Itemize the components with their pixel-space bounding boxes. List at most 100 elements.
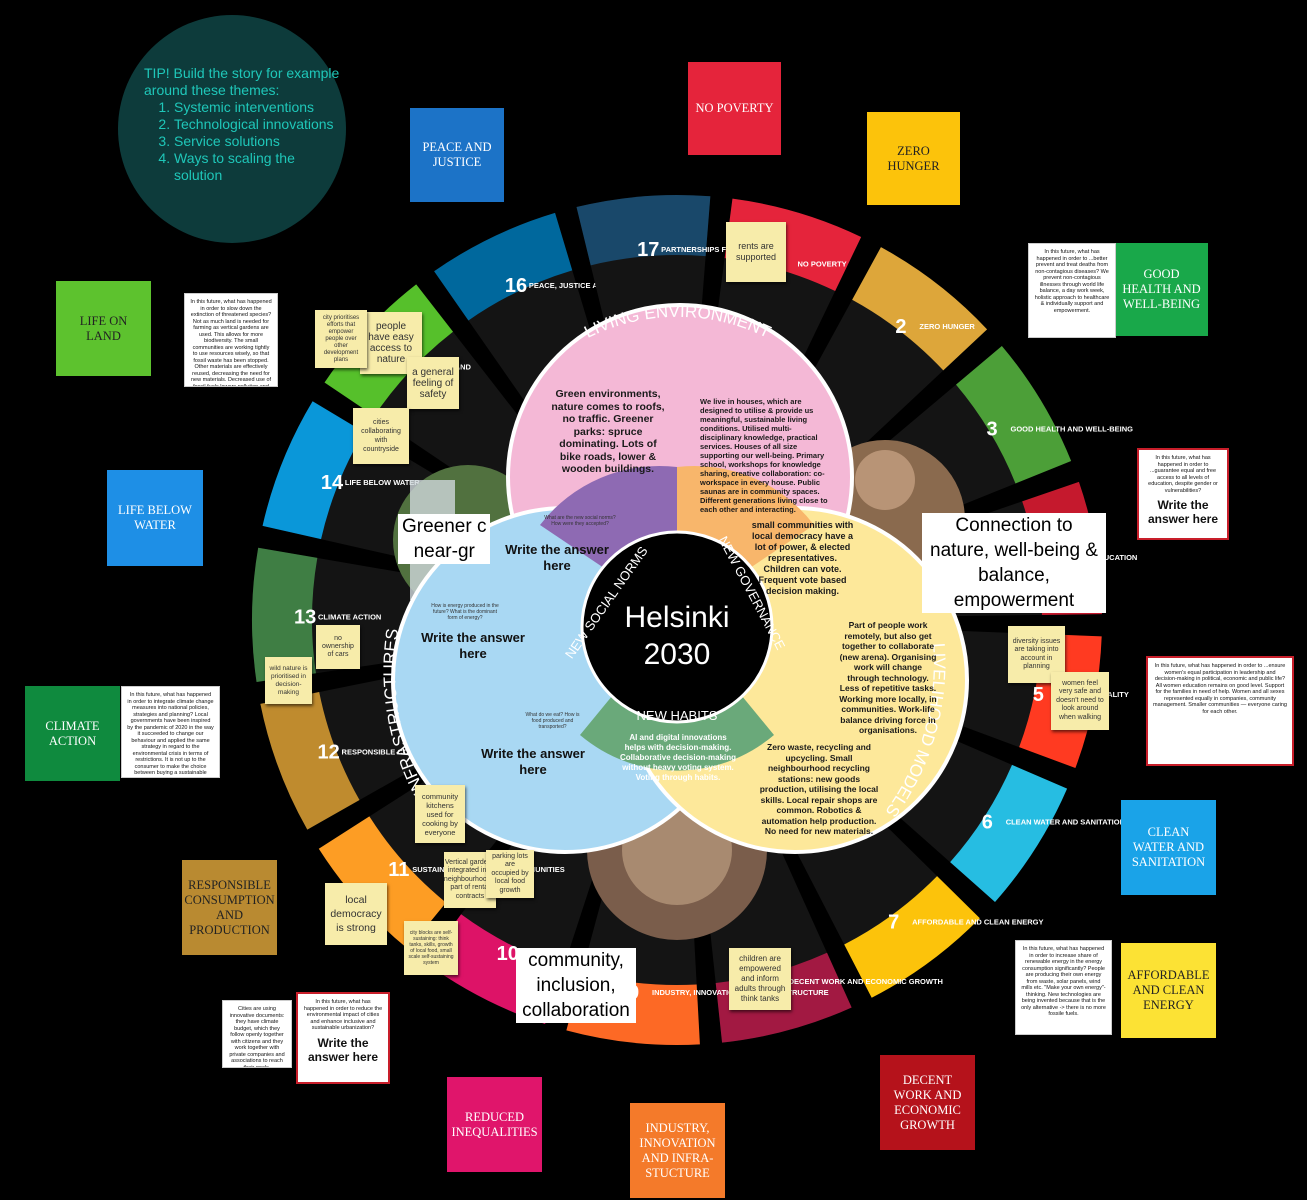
photo-right-sky [855, 450, 915, 510]
square-no-poverty: NO POVERTY [688, 62, 781, 155]
livelihood-text-lower: Zero waste, recycling and upcycling. Sma… [759, 742, 879, 836]
sdg-wedge-number: 11 [388, 859, 409, 881]
sdg-wedge-band [262, 401, 365, 540]
sticky-general-feeling[interactable]: a general feeling of safety [407, 357, 459, 409]
photo-label-right-line: empowerment [922, 588, 1106, 613]
inner-label-new-habits: NEW HABITS [637, 708, 718, 723]
sdg-wedge-number: 10 [497, 943, 519, 965]
square-good-health: GOOD HEALTH AND WELL-BEING [1115, 243, 1208, 336]
square-clean-water: CLEAN WATER AND SANITATION [1121, 800, 1216, 895]
sdg-wedge-band [852, 247, 988, 371]
sdg-wedge-label: LIFE BELOW WATER [345, 478, 420, 487]
center-title-line2: 2030 [644, 638, 711, 671]
sticky-women-safe[interactable]: women feel very safe and doesn't need to… [1051, 672, 1109, 730]
sdg-wedge-label: DECENT WORK AND ECONOMIC GROWTH [789, 977, 943, 986]
sdg-wedge-label: GOOD HEALTH AND WELL-BEING [1011, 425, 1134, 434]
photo-label-right: Connection to nature, well-being & balan… [922, 513, 1106, 613]
sticky-no-ownership[interactable]: no ownership of cars [316, 625, 360, 669]
tip-bubble: TIP! Build the story for example around … [118, 15, 346, 243]
note-life-on-land[interactable]: In this future, what has happened in ord… [184, 293, 278, 387]
note-sustainable-cities[interactable]: In this future, what has happened in ord… [296, 992, 390, 1084]
sdg-wedge-band [251, 547, 318, 682]
note-gender-equality[interactable]: In this future, what has happened in ord… [1146, 656, 1294, 766]
sdg-wedge-number: 17 [637, 239, 659, 261]
sdg-wedge-number: 5 [1033, 684, 1044, 706]
square-life-on-land: LIFE ON LAND [56, 281, 151, 376]
sdg-wedge-label: PARTNERSHIPS FOR THE GOALS [661, 245, 783, 254]
square-zero-hunger: ZERO HUNGER [867, 112, 960, 205]
sticky-community-kitchens[interactable]: community kitchens used for cooking by e… [415, 785, 465, 843]
living-env-text-right: We live in houses, which are designed to… [700, 397, 828, 514]
square-life-below-water: LIFE BELOW WATER [107, 470, 203, 566]
sdg-wedge-label: CLEAN WATER AND SANITATION [1006, 817, 1125, 826]
note-climate-action[interactable]: In this future, what has happened in ord… [121, 686, 220, 778]
square-reduced-inequalities: REDUCED INEQUALITIES [447, 1077, 542, 1172]
sdg-wedge-band [724, 198, 862, 292]
center-circle [580, 530, 774, 724]
social-norms-answer[interactable]: Write the answer here [505, 542, 609, 573]
note-reduced-inequalities[interactable]: Cities are using innovative documents: t… [222, 1000, 292, 1068]
note-sustainable-cities-answer[interactable]: Write the answer here [307, 1035, 379, 1064]
photo-label-right-line: Connection to [922, 513, 1106, 538]
sticky-parking-lots[interactable]: parking lots are occupied by local food … [486, 850, 534, 898]
square-responsible-consumption: RESPONSIBLE CONSUMPTION AND PRODUCTION [182, 860, 277, 955]
sdg-wedge-band [576, 195, 711, 266]
sdg-wedge-band [260, 692, 360, 830]
square-industry: INDUSTRY, INNOVATION AND INFRA-STUCTURE [630, 1103, 725, 1198]
livelihood-text-upper: Part of people work remotely, but also g… [839, 620, 937, 735]
sticky-city-blocks[interactable]: city blocks are self-sustaining: think t… [404, 921, 458, 975]
sticky-city-prioritises[interactable]: city prioritises efforts that empower pe… [315, 310, 367, 368]
living-env-text-left: Green environments, nature comes to roof… [551, 388, 665, 475]
tip-item: Ways to scaling the solution [174, 150, 346, 184]
sdg-wedge-number: 6 [982, 811, 993, 833]
note-education-answer[interactable]: Write the answer here [1147, 498, 1219, 526]
sdg-wedge-label: CLIMATE ACTION [318, 612, 381, 621]
sdg-wedge-band [950, 764, 1068, 902]
square-affordable-energy: AFFORDABLE AND CLEAN ENERGY [1121, 943, 1216, 1038]
photo-label-bottom: community, inclusion, collaboration [516, 948, 636, 1023]
sdg-wedge-number: 3 [987, 419, 998, 441]
sticky-children[interactable]: children are empowered and inform adults… [729, 948, 791, 1010]
photo-label-bottom-line: community, [516, 948, 636, 973]
square-climate-action: CLIMATE ACTION [25, 686, 120, 781]
note-good-health[interactable]: In this future, what has happened in ord… [1028, 243, 1116, 338]
tip-item: Technological innovations [174, 116, 346, 133]
question-social-norms: What are the new social norms? How were … [544, 515, 616, 527]
sdg-wedge-number: 16 [505, 275, 527, 297]
note-sustainable-cities-question: In this future, what has happened in ord… [303, 999, 383, 1031]
note-affordable-energy[interactable]: In this future, what has happened in ord… [1015, 940, 1112, 1035]
tip-item: Service solutions [174, 133, 346, 150]
square-decent-work: DECENT WORK AND ECONOMIC GROWTH [880, 1055, 975, 1150]
question-energy: How is energy produced in the future? Wh… [431, 603, 499, 621]
infrastructure-answer-lower[interactable]: Write the answer here [481, 746, 585, 777]
tip-title: TIP! Build the story for example around … [144, 65, 340, 98]
sdg-wedge-label: ZERO HUNGER [919, 322, 975, 331]
sdg-wedge-band [956, 345, 1072, 484]
tip-list: Systemic interventions Technological inn… [144, 99, 346, 184]
square-peace-justice: PEACE AND JUSTICE [410, 108, 504, 202]
habits-text: AI and digital innovations helps with de… [619, 733, 737, 782]
governance-text: small communities with local democracy h… [751, 520, 854, 596]
sticky-rents[interactable]: rents are supported [726, 222, 786, 282]
sticky-cities-collab[interactable]: cities collaborating with countryside [353, 408, 409, 464]
photo-label-left-line: near-gr [398, 539, 491, 564]
photo-label-left-line: Greener c [398, 514, 491, 539]
infrastructure-answer-upper[interactable]: Write the answer here [421, 630, 525, 661]
sticky-local-democracy[interactable]: local democracy is strong [325, 883, 387, 945]
sdg-wedge-band [844, 876, 980, 998]
sdg-wedge-number: 14 [321, 472, 344, 494]
question-food: What do we eat? How is food produced and… [525, 712, 580, 730]
sdg-wedge-band [434, 212, 573, 321]
note-education-question: In this future, what has happened in ord… [1148, 455, 1218, 494]
photo-label-right-line: balance, [922, 563, 1106, 588]
sdg-wedge-number: 2 [895, 316, 906, 338]
tip-item: Systemic interventions [174, 99, 346, 116]
photo-label-bottom-line: inclusion, [516, 973, 636, 998]
note-quality-education[interactable]: In this future, what has happened in ord… [1137, 448, 1229, 540]
center-title-line1: Helsinki [624, 601, 729, 634]
sticky-wild-nature[interactable]: wild nature is prioritised in decision-m… [265, 657, 312, 704]
sdg-wedge-number: 7 [888, 911, 899, 933]
sdg-wedge-label: NO POVERTY [797, 260, 846, 269]
photo-label-right-line: nature, well-being & [922, 538, 1106, 563]
